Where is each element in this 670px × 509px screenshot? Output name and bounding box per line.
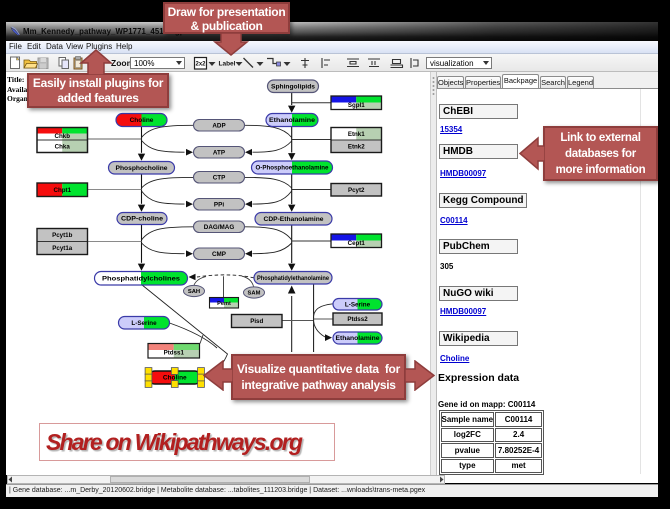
svg-text:Label: Label	[219, 61, 236, 68]
svg-text:2x2: 2x2	[195, 62, 206, 68]
svg-text:Zoom:: Zoom:	[111, 58, 137, 68]
